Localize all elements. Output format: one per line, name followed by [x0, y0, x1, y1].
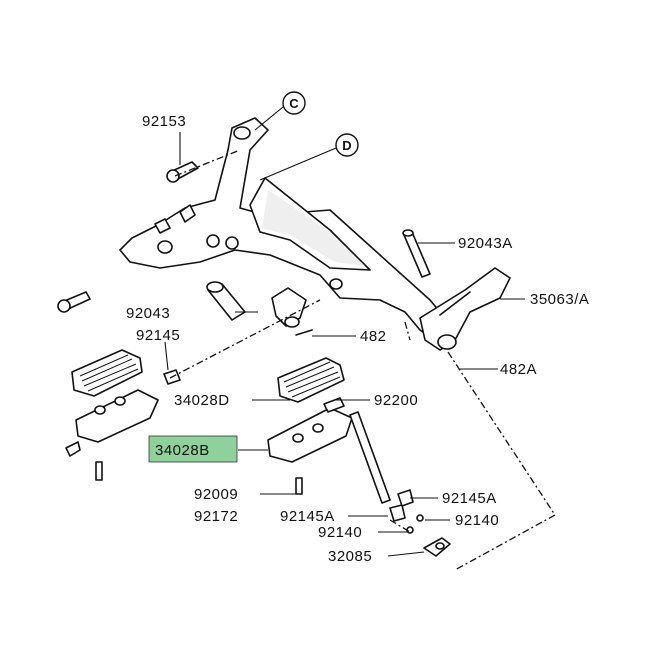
assembly-lines	[169, 149, 556, 571]
label-92009[interactable]: 92009	[194, 486, 238, 503]
label-92172[interactable]: 92172	[194, 508, 238, 525]
label-32085[interactable]: 32085	[328, 548, 372, 565]
rear-bracket	[419, 267, 511, 351]
leader-lines	[164, 106, 525, 557]
left-footpeg	[65, 349, 181, 481]
label-35063a[interactable]: 35063/A	[530, 291, 589, 308]
ref-d-label: D	[342, 138, 351, 153]
label-92043[interactable]: 92043	[126, 305, 170, 322]
ref-c-marker: C	[282, 91, 306, 115]
bolt-92153	[166, 161, 199, 183]
label-34028d[interactable]: 34028D	[174, 392, 230, 409]
highlight-box	[148, 435, 238, 463]
bolt-left	[57, 291, 91, 313]
footpeg-bracket	[119, 117, 451, 346]
right-footpeg	[267, 357, 451, 557]
label-482a[interactable]: 482A	[500, 361, 537, 378]
label-92145a-left[interactable]: 92145A	[280, 508, 335, 525]
clip-bracket	[271, 287, 313, 336]
label-92043a[interactable]: 92043A	[458, 235, 513, 252]
label-92140-left[interactable]: 92140	[318, 524, 362, 541]
label-482[interactable]: 482	[360, 328, 387, 345]
label-92153[interactable]: 92153	[142, 113, 186, 130]
label-92140-right[interactable]: 92140	[455, 512, 499, 529]
label-92200[interactable]: 92200	[374, 392, 418, 409]
label-34028b[interactable]: 34028B	[155, 442, 210, 459]
label-92145a-right[interactable]: 92145A	[442, 490, 497, 507]
part-labels: 92153 92043A 35063/A 92043 92145 482 482…	[126, 113, 589, 565]
ref-c-label: C	[289, 96, 299, 111]
ref-d-marker: D	[335, 133, 359, 157]
label-92145[interactable]: 92145	[136, 327, 180, 344]
pin-92043a	[402, 229, 431, 278]
pivot-pin-92043	[206, 281, 246, 321]
